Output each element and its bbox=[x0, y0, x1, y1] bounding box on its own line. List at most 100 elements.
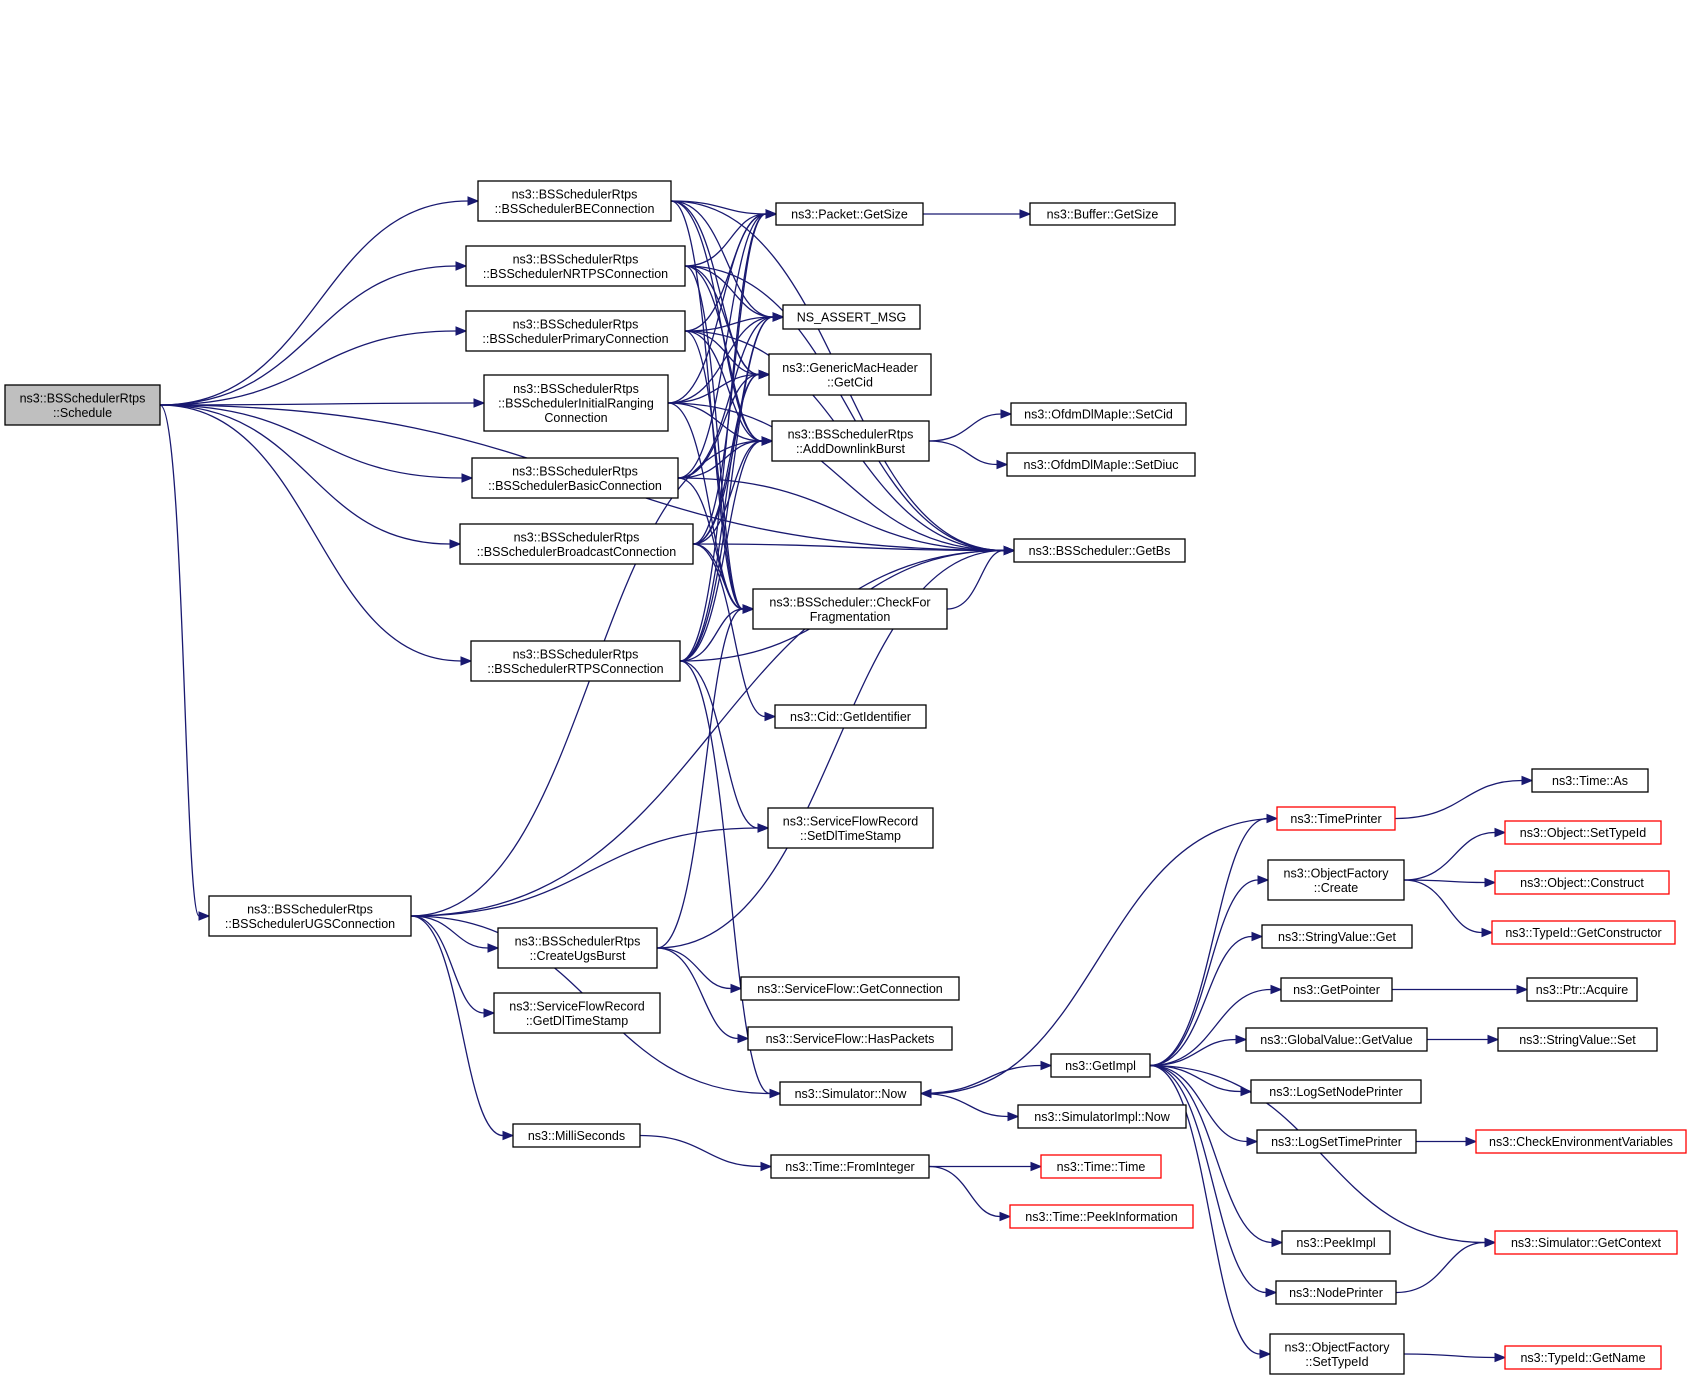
node-ofdm-setcid[interactable]: ns3::OfdmDlMapIe::SetCid bbox=[1010, 402, 1187, 426]
arrowhead bbox=[758, 369, 771, 380]
node-label: ns3::Time::As bbox=[1552, 774, 1628, 788]
node-milliseconds[interactable]: ns3::MilliSeconds bbox=[512, 1123, 641, 1148]
edge-getimpl-to-getpointer bbox=[1149, 984, 1283, 1067]
node-basic-conn[interactable]: ns3::BSSchedulerRtps::BSSchedulerBasicCo… bbox=[471, 457, 679, 499]
edge-line bbox=[684, 265, 774, 318]
node-time-time[interactable]: ns3::Time::Time bbox=[1040, 1154, 1162, 1179]
node-object-construct[interactable]: ns3::Object::Construct bbox=[1494, 870, 1670, 895]
node-objectfactory-create[interactable]: ns3::ObjectFactory::Create bbox=[1267, 859, 1405, 901]
node-label: ns3::BSSchedulerRtps bbox=[247, 902, 373, 916]
node-bsscheduler-getbs[interactable]: ns3::BSScheduler::GetBs bbox=[1013, 538, 1186, 563]
node-ptr-acquire[interactable]: ns3::Ptr::Acquire bbox=[1526, 977, 1638, 1002]
edge-rtps_conn-to-sfr_setdltimestamp bbox=[679, 660, 770, 833]
node-simulator-now[interactable]: ns3::Simulator::Now bbox=[779, 1081, 922, 1106]
node-time-peekinformation[interactable]: ns3::Time::PeekInformation bbox=[1009, 1204, 1194, 1229]
node-box bbox=[782, 304, 921, 330]
edge-line bbox=[679, 373, 760, 662]
arrowhead bbox=[1265, 1287, 1278, 1298]
edge-create_ugs_burst-to-check_fragmentation bbox=[656, 604, 755, 949]
node-box bbox=[1040, 1154, 1162, 1179]
edge-getimpl-to-logsettimeprinter bbox=[1149, 1064, 1259, 1147]
node-checkenvvars[interactable]: ns3::CheckEnvironmentVariables bbox=[1475, 1129, 1687, 1154]
edge-line bbox=[679, 440, 763, 662]
edge-line bbox=[1149, 1064, 1273, 1244]
edge-line bbox=[1149, 879, 1259, 1067]
node-nrtps-conn[interactable]: ns3::BSSchedulerRtps::BSSchedulerNRTPSCo… bbox=[465, 245, 686, 287]
edge-line bbox=[928, 440, 998, 466]
node-typeid-getconstructor[interactable]: ns3::TypeId::GetConstructor bbox=[1491, 920, 1676, 945]
node-ns-assert-msg[interactable]: NS_ASSERT_MSG bbox=[782, 304, 921, 330]
node-cid-getidentifier[interactable]: ns3::Cid::GetIdentifier bbox=[774, 704, 927, 729]
node-ofdm-setdiuc[interactable]: ns3::OfdmDlMapIe::SetDiuc bbox=[1006, 452, 1196, 477]
edge-milliseconds-to-time_frominteger bbox=[639, 1134, 773, 1172]
node-objectfactory-settypeid[interactable]: ns3::ObjectFactory::SetTypeId bbox=[1269, 1333, 1405, 1375]
node-globalvalue-getvalue[interactable]: ns3::GlobalValue::GetValue bbox=[1245, 1027, 1428, 1052]
node-create-ugs-burst[interactable]: ns3::BSSchedulerRtps::CreateUgsBurst bbox=[497, 927, 658, 969]
edge-getimpl-to-stringvalue_get bbox=[1149, 931, 1264, 1067]
nodes-layer: ns3::BSSchedulerRtps::Schedulens3::BSSch… bbox=[4, 180, 1687, 1375]
node-generic-getcid[interactable]: ns3::GenericMacHeader::GetCid bbox=[768, 353, 932, 396]
node-nodeprinter[interactable]: ns3::NodePrinter bbox=[1275, 1280, 1397, 1305]
node-box bbox=[1267, 859, 1405, 901]
node-box bbox=[1276, 806, 1396, 831]
edge-objectfactory_settypeid-to-typeid_getname bbox=[1403, 1352, 1507, 1363]
node-object-settypeid[interactable]: ns3::Object::SetTypeId bbox=[1504, 820, 1662, 845]
node-broadcast-conn[interactable]: ns3::BSSchedulerRtps::BSSchedulerBroadca… bbox=[459, 523, 694, 565]
node-add-downlink-burst[interactable]: ns3::BSSchedulerRtps::AddDownlinkBurst bbox=[771, 420, 930, 462]
edge-line bbox=[656, 947, 739, 1040]
node-getpointer[interactable]: ns3::GetPointer bbox=[1280, 977, 1393, 1002]
arrowhead bbox=[761, 436, 774, 446]
edge-objectfactory_create-to-object_settypeid bbox=[1403, 827, 1507, 881]
edge-line bbox=[679, 213, 767, 662]
node-logsetnodeprinter[interactable]: ns3::LogSetNodePrinter bbox=[1250, 1079, 1422, 1104]
node-time-frominteger[interactable]: ns3::Time::FromInteger bbox=[770, 1154, 930, 1179]
node-ugs-conn[interactable]: ns3::BSSchedulerRtps::BSSchedulerUGSConn… bbox=[208, 895, 412, 937]
edge-ugs_conn-to-sfr_getdltimestamp bbox=[410, 915, 496, 1018]
node-primary-conn[interactable]: ns3::BSSchedulerRtps::BSSchedulerPrimary… bbox=[465, 310, 686, 352]
edge-line bbox=[410, 549, 1005, 917]
edge-simulator_now-to-simulatorimpl_now bbox=[920, 1092, 1020, 1122]
node-peekimpl[interactable]: ns3::PeekImpl bbox=[1281, 1230, 1391, 1255]
node-stringvalue-set[interactable]: ns3::StringValue::Set bbox=[1497, 1027, 1658, 1052]
arrowhead bbox=[1257, 875, 1270, 885]
node-label: ns3::Buffer::GetSize bbox=[1047, 208, 1159, 222]
node-getimpl[interactable]: ns3::GetImpl bbox=[1050, 1053, 1151, 1078]
node-sf-getconnection[interactable]: ns3::ServiceFlow::GetConnection bbox=[740, 976, 960, 1001]
node-buffer-getsize[interactable]: ns3::Buffer::GetSize bbox=[1029, 202, 1176, 226]
node-rtps-conn[interactable]: ns3::BSSchedulerRtps::BSSchedulerRTPSCon… bbox=[470, 640, 681, 682]
edge-line bbox=[677, 477, 1005, 552]
node-schedule[interactable]: ns3::BSSchedulerRtps::Schedule bbox=[4, 384, 161, 426]
node-time-as[interactable]: ns3::Time::As bbox=[1531, 768, 1649, 793]
arrowhead bbox=[1030, 1161, 1043, 1172]
node-label: NS_ASSERT_MSG bbox=[797, 311, 907, 325]
node-label: ns3::Packet::GetSize bbox=[791, 208, 908, 222]
node-logsettimeprinter[interactable]: ns3::LogSetTimePrinter bbox=[1256, 1129, 1417, 1154]
node-timeprinter[interactable]: ns3::TimePrinter bbox=[1276, 806, 1396, 831]
node-label: ns3::Cid::GetIdentifier bbox=[790, 710, 911, 724]
node-initial-ranging[interactable]: ns3::BSSchedulerRtps::BSSchedulerInitial… bbox=[483, 374, 669, 432]
node-label: ::BSSchedulerInitialRanging bbox=[498, 397, 654, 411]
edge-line bbox=[656, 549, 1005, 949]
node-simulatorimpl-now[interactable]: ns3::SimulatorImpl::Now bbox=[1017, 1104, 1187, 1129]
edge-line bbox=[639, 1134, 762, 1168]
arrowhead bbox=[460, 656, 473, 666]
node-sfr-setdltimestamp[interactable]: ns3::ServiceFlowRecord::SetDlTimeStamp bbox=[767, 807, 934, 849]
node-label: ::Create bbox=[1314, 881, 1359, 895]
node-sfr-getdltimestamp[interactable]: ns3::ServiceFlowRecord::GetDlTimeStamp bbox=[493, 992, 661, 1034]
node-be-conn[interactable]: ns3::BSSchedulerRtps::BSSchedulerBEConne… bbox=[477, 180, 672, 222]
node-stringvalue-get[interactable]: ns3::StringValue::Get bbox=[1261, 924, 1413, 949]
node-simulator-getcontext[interactable]: ns3::Simulator::GetContext bbox=[1494, 1230, 1678, 1255]
node-packet-getsize[interactable]: ns3::Packet::GetSize bbox=[775, 202, 924, 226]
edge-primary_conn-to-ns_assert_msg bbox=[684, 312, 785, 332]
edge-line bbox=[679, 660, 759, 829]
arrowhead bbox=[730, 983, 743, 994]
node-box bbox=[1526, 977, 1638, 1002]
edge-rtps_conn-to-packet_getsize bbox=[679, 209, 778, 662]
node-label: ns3::TimePrinter bbox=[1290, 812, 1381, 826]
node-typeid-getname[interactable]: ns3::TypeId::GetName bbox=[1504, 1345, 1662, 1370]
arrowhead bbox=[769, 1088, 782, 1099]
node-label: ns3::BSSchedulerRtps bbox=[515, 934, 641, 948]
node-sf-haspackets[interactable]: ns3::ServiceFlow::HasPackets bbox=[747, 1026, 953, 1051]
